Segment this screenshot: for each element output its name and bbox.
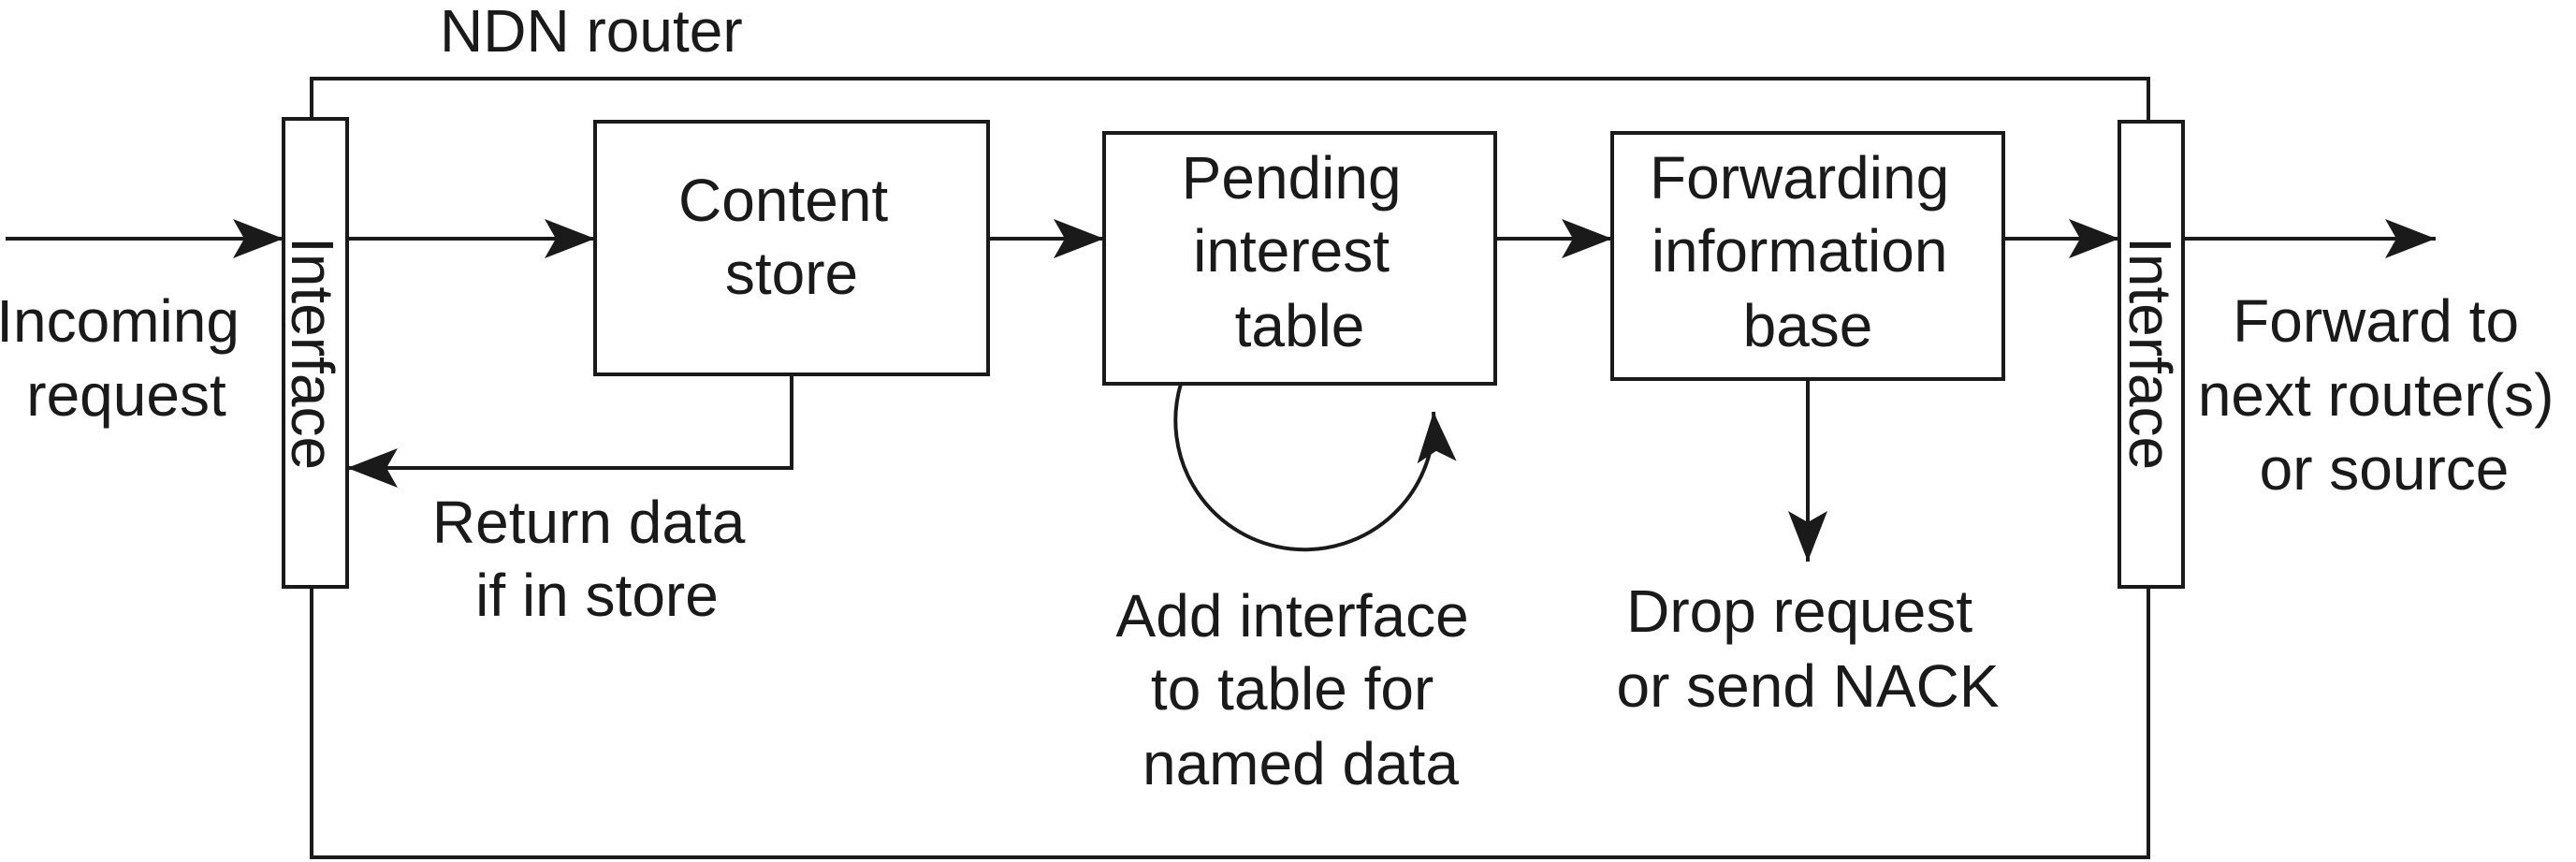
left-interface-box	[282, 117, 349, 589]
fib-label: Forwarding information base	[1650, 144, 1966, 359]
router-outline	[310, 77, 2150, 859]
left-interface-label: Interface	[279, 237, 346, 470]
content-store-label: Content store	[678, 167, 905, 307]
outgoing-label: Forward to next router(s) or source	[2198, 287, 2570, 503]
router-label: NDN router	[440, 0, 743, 65]
drop-request-label: Drop request or send NACK	[1616, 577, 1999, 720]
fib-box	[1610, 131, 2005, 381]
return-data-label: Return data if in store	[432, 489, 762, 629]
pit-label: Pending interest table	[1182, 144, 1419, 359]
incoming-label: Incoming request	[0, 287, 256, 429]
add-interface-label: Add interface to table for named data	[1116, 582, 1486, 797]
pit-box	[1102, 131, 1497, 386]
right-interface-box	[2118, 120, 2185, 589]
content-store-box	[593, 120, 990, 376]
right-interface-label: Interface	[2117, 237, 2184, 470]
pit-loop-arrow	[1173, 383, 1457, 552]
return-data-arrow	[347, 374, 793, 488]
